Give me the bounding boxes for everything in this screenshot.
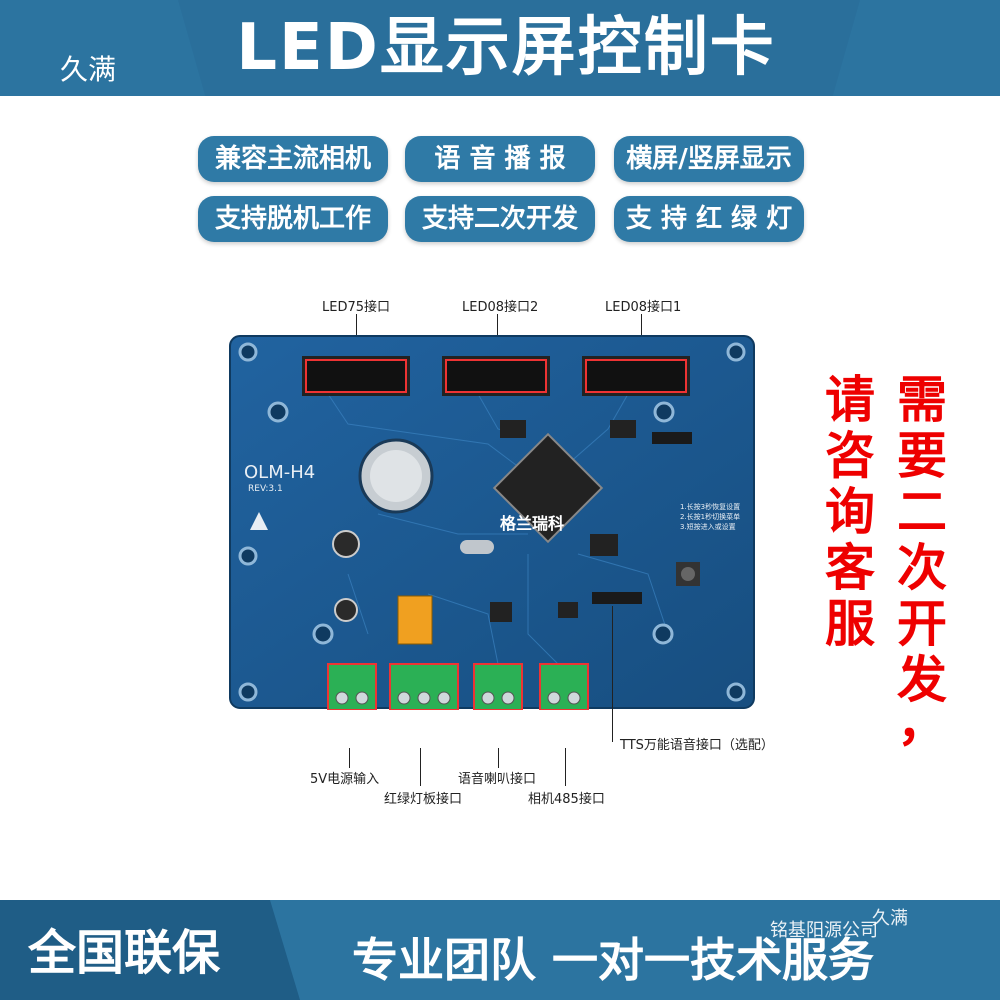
- custom-dev-text: 需 要 二 次 开 发 ，: [892, 371, 952, 752]
- red-char: 服: [825, 595, 875, 653]
- footer-left-panel: [0, 900, 300, 1000]
- leader-led08-1: [641, 314, 642, 354]
- board-note-line: 3.短按进入或设置: [680, 523, 736, 531]
- leader-led08-2: [497, 314, 498, 354]
- red-char: 询: [825, 483, 875, 541]
- feature-pill-traffic-light: 支 持 红 绿 灯: [614, 196, 804, 242]
- contact-service-text: 请 咨 询 客 服: [820, 372, 880, 652]
- footer-service: 专业团队 一对一技术服务: [352, 933, 875, 987]
- callout-speaker: 语音喇叭接口: [458, 772, 537, 787]
- board-model: OLM-H4: [244, 462, 316, 483]
- pcb-board: OLM-H4 REV:3.1 格兰瑞科 1.长按3秒恢复设置 2.长按1秒切换菜…: [228, 334, 756, 711]
- leader-power: [349, 748, 350, 768]
- leader-tts: [612, 606, 613, 742]
- callout-led75: LED75接口: [322, 300, 391, 315]
- red-char: 需: [897, 371, 947, 429]
- red-char: 客: [825, 539, 875, 597]
- leader-led75: [356, 314, 357, 354]
- watermark-brand: 久满: [872, 908, 908, 929]
- red-char: 咨: [825, 427, 875, 485]
- board-note-line: 2.长按1秒切换菜单: [680, 513, 741, 521]
- board-note: 1.长按3秒恢复设置 2.长按1秒切换菜单 3.短按进入或设置: [680, 502, 740, 532]
- leader-traffic: [420, 748, 421, 786]
- chip-logo: 格兰瑞科: [500, 514, 565, 533]
- page-title: LED显示屏控制卡: [236, 11, 776, 85]
- board-rev: REV:3.1: [248, 484, 283, 494]
- brand-name: 久满: [60, 53, 117, 86]
- pcb-illustration: [229, 335, 755, 711]
- feature-pill-camera: 兼容主流相机: [198, 136, 388, 182]
- red-char: 二: [897, 483, 947, 541]
- red-char: 发: [897, 651, 947, 709]
- watermark-company: 铭基阳源公司: [770, 920, 878, 941]
- leader-speaker: [498, 748, 499, 768]
- red-char: 请: [825, 371, 875, 429]
- callout-led08-2: LED08接口2: [462, 300, 539, 315]
- feature-pill-sdk: 支持二次开发: [405, 196, 595, 242]
- callout-traffic: 红绿灯板接口: [384, 792, 463, 807]
- leader-camera: [565, 748, 566, 786]
- feature-pill-offline: 支持脱机工作: [198, 196, 388, 242]
- callout-tts: TTS万能语音接口（选配）: [620, 738, 774, 753]
- feature-pill-orientation: 横屏/竖屏显示: [614, 136, 804, 182]
- board-note-line: 1.长按3秒恢复设置: [680, 503, 741, 511]
- feature-pill-voice: 语 音 播 报: [405, 136, 595, 182]
- red-char: 要: [897, 427, 947, 485]
- red-char: ，: [897, 694, 947, 752]
- footer-warranty: 全国联保: [28, 925, 221, 981]
- callout-led08-1: LED08接口1: [605, 300, 682, 315]
- red-char: 开: [897, 595, 947, 653]
- callout-camera: 相机485接口: [528, 792, 605, 807]
- header-title-panel: [178, 0, 860, 96]
- callout-power: 5V电源输入: [310, 772, 380, 787]
- red-char: 次: [897, 539, 947, 597]
